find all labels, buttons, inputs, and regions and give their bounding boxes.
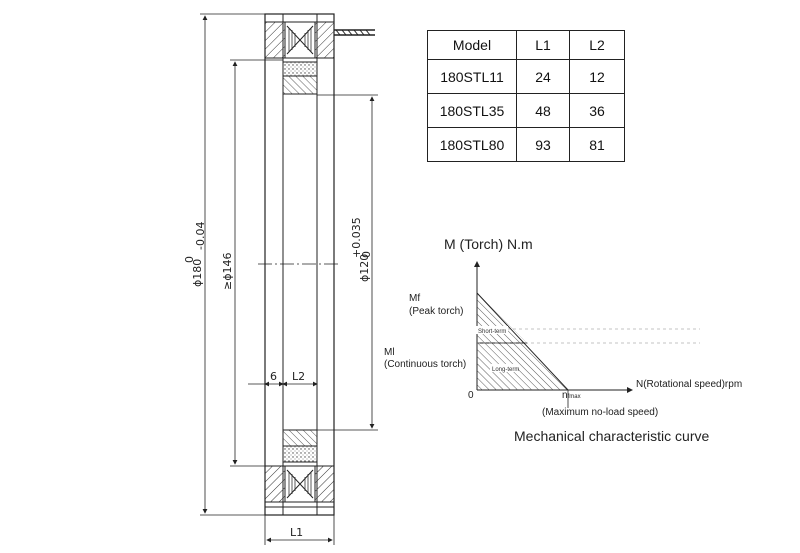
model-table: Model L1 L2 180STL11 24 12 180STL35 48 3… — [427, 30, 625, 162]
curve-y-title: M (Torch) N.m — [444, 236, 533, 252]
ml-desc: (Continuous torch) — [384, 359, 467, 370]
short-term-label: Short-term — [478, 329, 506, 335]
dim-l1-label: L1 — [290, 526, 303, 539]
dim-mid-label: ≥ϕ146 — [221, 253, 234, 290]
dimensions — [200, 13, 378, 545]
cell-model: 180STL80 — [427, 127, 517, 162]
header-l2: L2 — [569, 30, 625, 60]
table-row: 180STL11 24 12 — [427, 59, 625, 94]
table-header-row: Model L1 L2 — [427, 30, 625, 60]
origin-label: 0 — [468, 390, 474, 401]
cell-l2: 12 — [569, 59, 625, 94]
mf-desc: (Peak torch) — [409, 306, 464, 317]
dim-inner-label: ϕ120 — [358, 254, 371, 282]
x-axis-note: (Maximum no-load speed) — [542, 407, 659, 418]
cell-l1: 48 — [516, 93, 570, 128]
motor-section — [258, 13, 375, 516]
dim-inner-tol-upper: +0.035 — [350, 217, 363, 258]
dim-outer-tol-lower: -0.04 — [194, 222, 207, 250]
nmax-label: nfmax — [562, 390, 581, 401]
curve-region-labels: Short-term Long-term — [476, 326, 519, 373]
x-axis-title: N(Rotational speed)rpm — [636, 379, 743, 390]
nmax-main: n — [562, 390, 568, 401]
cell-l1: 93 — [516, 127, 570, 162]
dimension-labels: ϕ180 0 -0.04 ≥ϕ146 ϕ120 +0.035 0 6 L2 L1 — [183, 217, 373, 539]
table-row: 180STL80 93 81 — [427, 127, 625, 162]
dim-l2-label: L2 — [292, 370, 305, 383]
cell-l2: 81 — [569, 127, 625, 162]
header-model: Model — [427, 30, 517, 60]
cell-l2: 36 — [569, 93, 625, 128]
table-row: 180STL35 48 36 — [427, 93, 625, 128]
cell-model: 180STL35 — [427, 93, 517, 128]
nmax-sub: fmax — [567, 394, 581, 400]
header-l1: L1 — [516, 30, 570, 60]
cell-l1: 24 — [516, 59, 570, 94]
long-term-label: Long-term — [492, 367, 519, 373]
cell-model: 180STL11 — [427, 59, 517, 94]
curve-caption: Mechanical characteristic curve — [514, 428, 710, 444]
mf-label: Mf — [409, 293, 421, 304]
dim-inner-tol-lower: 0 — [360, 251, 373, 258]
dim-6-label: 6 — [270, 370, 277, 383]
dim-outer-tol-upper: 0 — [183, 256, 196, 263]
ml-label: Ml — [384, 347, 395, 358]
dim-outer-label: ϕ180 — [191, 259, 204, 287]
